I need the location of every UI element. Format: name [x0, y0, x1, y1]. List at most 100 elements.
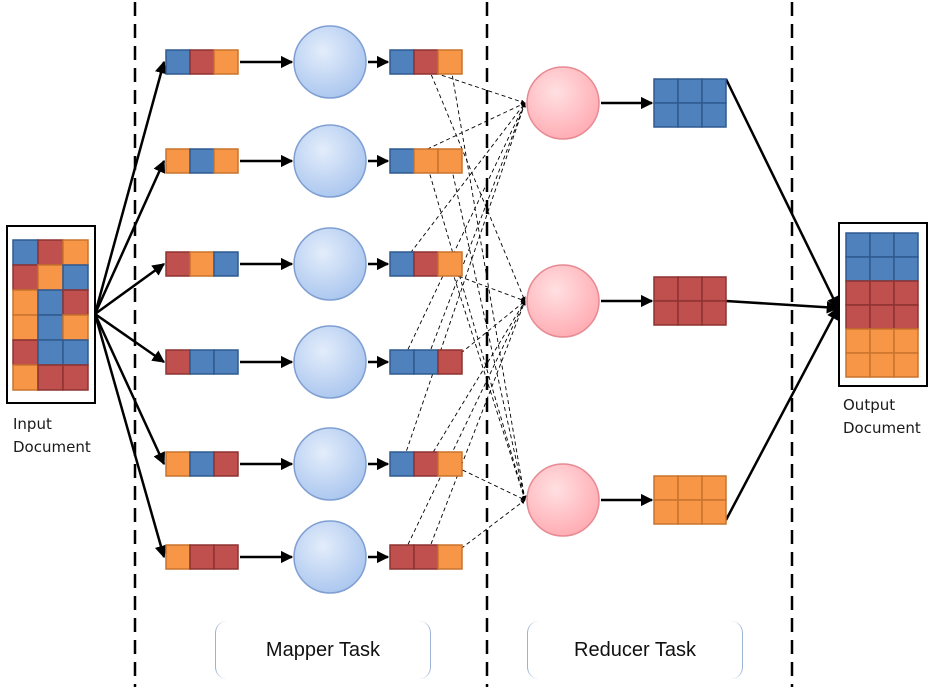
input-document-cell [37, 339, 64, 366]
reducer-node [526, 264, 600, 338]
input-document-cell [37, 289, 64, 316]
output-document-cell [893, 304, 919, 330]
reducer-output-cell [653, 300, 679, 326]
output-document-cell [869, 304, 895, 330]
output-document-cell [869, 328, 895, 354]
mapper-output-cell [437, 451, 463, 477]
shuffle-connection [425, 102, 526, 363]
input-document-cell [37, 364, 64, 391]
output-document-label: Output Document [843, 394, 921, 440]
mapper-input-cell [189, 451, 215, 477]
output-label-line1: Output [843, 396, 896, 414]
shuffle-connection [401, 102, 526, 465]
mapper-node [293, 25, 367, 99]
mapper-output-cell [437, 148, 463, 174]
stage-dividers [133, 2, 794, 687]
mapper-task-label: Mapper Task [215, 621, 431, 679]
input-document-cell [62, 264, 89, 291]
shuffle-connection [425, 300, 526, 558]
reducer-output-cell [677, 102, 703, 128]
mapper-input-cell [213, 349, 239, 375]
mapper-input-cell [189, 148, 215, 174]
reducer-output-cell [701, 78, 727, 104]
output-label-line2: Document [843, 419, 921, 437]
shuffle-connection [425, 160, 527, 501]
output-document-cell [893, 328, 919, 354]
mapper-output-cell [389, 49, 415, 75]
mapper-input-cell [213, 148, 239, 174]
mapper-output-cell [437, 349, 463, 375]
shuffle-connection [425, 61, 526, 302]
shuffle-connection [401, 102, 526, 265]
mapper-output-cell [389, 251, 415, 277]
mapper-node [293, 227, 367, 301]
reducer-output-cell [677, 276, 703, 302]
output-document-cell [845, 328, 871, 354]
output-document-cell [893, 280, 919, 306]
reducer-output-cell [701, 499, 727, 525]
input-split-arrow [93, 313, 166, 466]
mapper-input-cell [213, 544, 239, 570]
input-label-line1: Input [13, 415, 52, 433]
mapper-output-cell [413, 251, 439, 277]
input-document-cell [62, 289, 89, 316]
reducer-node [526, 463, 600, 537]
output-document-cell [893, 352, 919, 378]
output-document-cell [893, 256, 919, 282]
mapper-input-cell [165, 349, 191, 375]
shuffle-connection [449, 263, 526, 501]
mapper-output-cell [413, 148, 439, 174]
data-flow-arrows [93, 55, 840, 564]
output-document-cell [845, 280, 871, 306]
reducer-node [526, 66, 600, 140]
final-merge-arrow [724, 306, 840, 521]
output-document-cell [845, 232, 871, 258]
input-document-cell [12, 289, 39, 316]
mapper-output-cell [413, 349, 439, 375]
reducer-output-cell [701, 102, 727, 128]
input-document-cell [62, 364, 89, 391]
final-merge-arrow [724, 78, 840, 310]
mapper-output-cell [413, 544, 439, 570]
reducer-output-cell [701, 475, 727, 501]
input-document-cell [12, 364, 39, 391]
mapper-input-cell [165, 451, 191, 477]
reducer-output-cell [677, 499, 703, 525]
output-document-cell [869, 352, 895, 378]
mapper-node [293, 427, 367, 501]
shuffle-connection [401, 102, 526, 363]
input-split-arrow [93, 159, 166, 315]
mapper-output-cell [413, 451, 439, 477]
input-document-cell [62, 239, 89, 266]
shuffle-connections [401, 61, 527, 558]
mapper-input-cell [165, 544, 191, 570]
shuffle-connection [401, 300, 526, 558]
mapper-input-cell [165, 49, 191, 75]
mapper-output-cell [437, 544, 463, 570]
mapper-output-cell [437, 49, 463, 75]
input-label-line2: Document [13, 438, 91, 456]
input-split-arrow [94, 312, 166, 364]
reducer-output-cell [653, 102, 679, 128]
output-document-cell [845, 256, 871, 282]
input-split-arrow [93, 60, 168, 315]
mapper-input-cell [189, 49, 215, 75]
input-document-label: Input Document [13, 413, 91, 459]
output-document-cell [845, 304, 871, 330]
input-document-cell [12, 264, 39, 291]
mapper-input-cell [189, 251, 215, 277]
reducer-output-cell [677, 78, 703, 104]
input-document-cell [37, 264, 64, 291]
output-document-cell [845, 352, 871, 378]
mapper-node [293, 520, 367, 594]
shuffle-connection [449, 160, 527, 501]
mapper-output-cell [389, 349, 415, 375]
mapper-output-cell [389, 148, 415, 174]
reducer-output-cell [653, 475, 679, 501]
reducer-output-cell [677, 300, 703, 326]
diagram-shapes [6, 25, 928, 594]
mapper-input-cell [213, 49, 239, 75]
reducer-output-cell [701, 276, 727, 302]
reducer-task-label: Reducer Task [527, 621, 743, 679]
